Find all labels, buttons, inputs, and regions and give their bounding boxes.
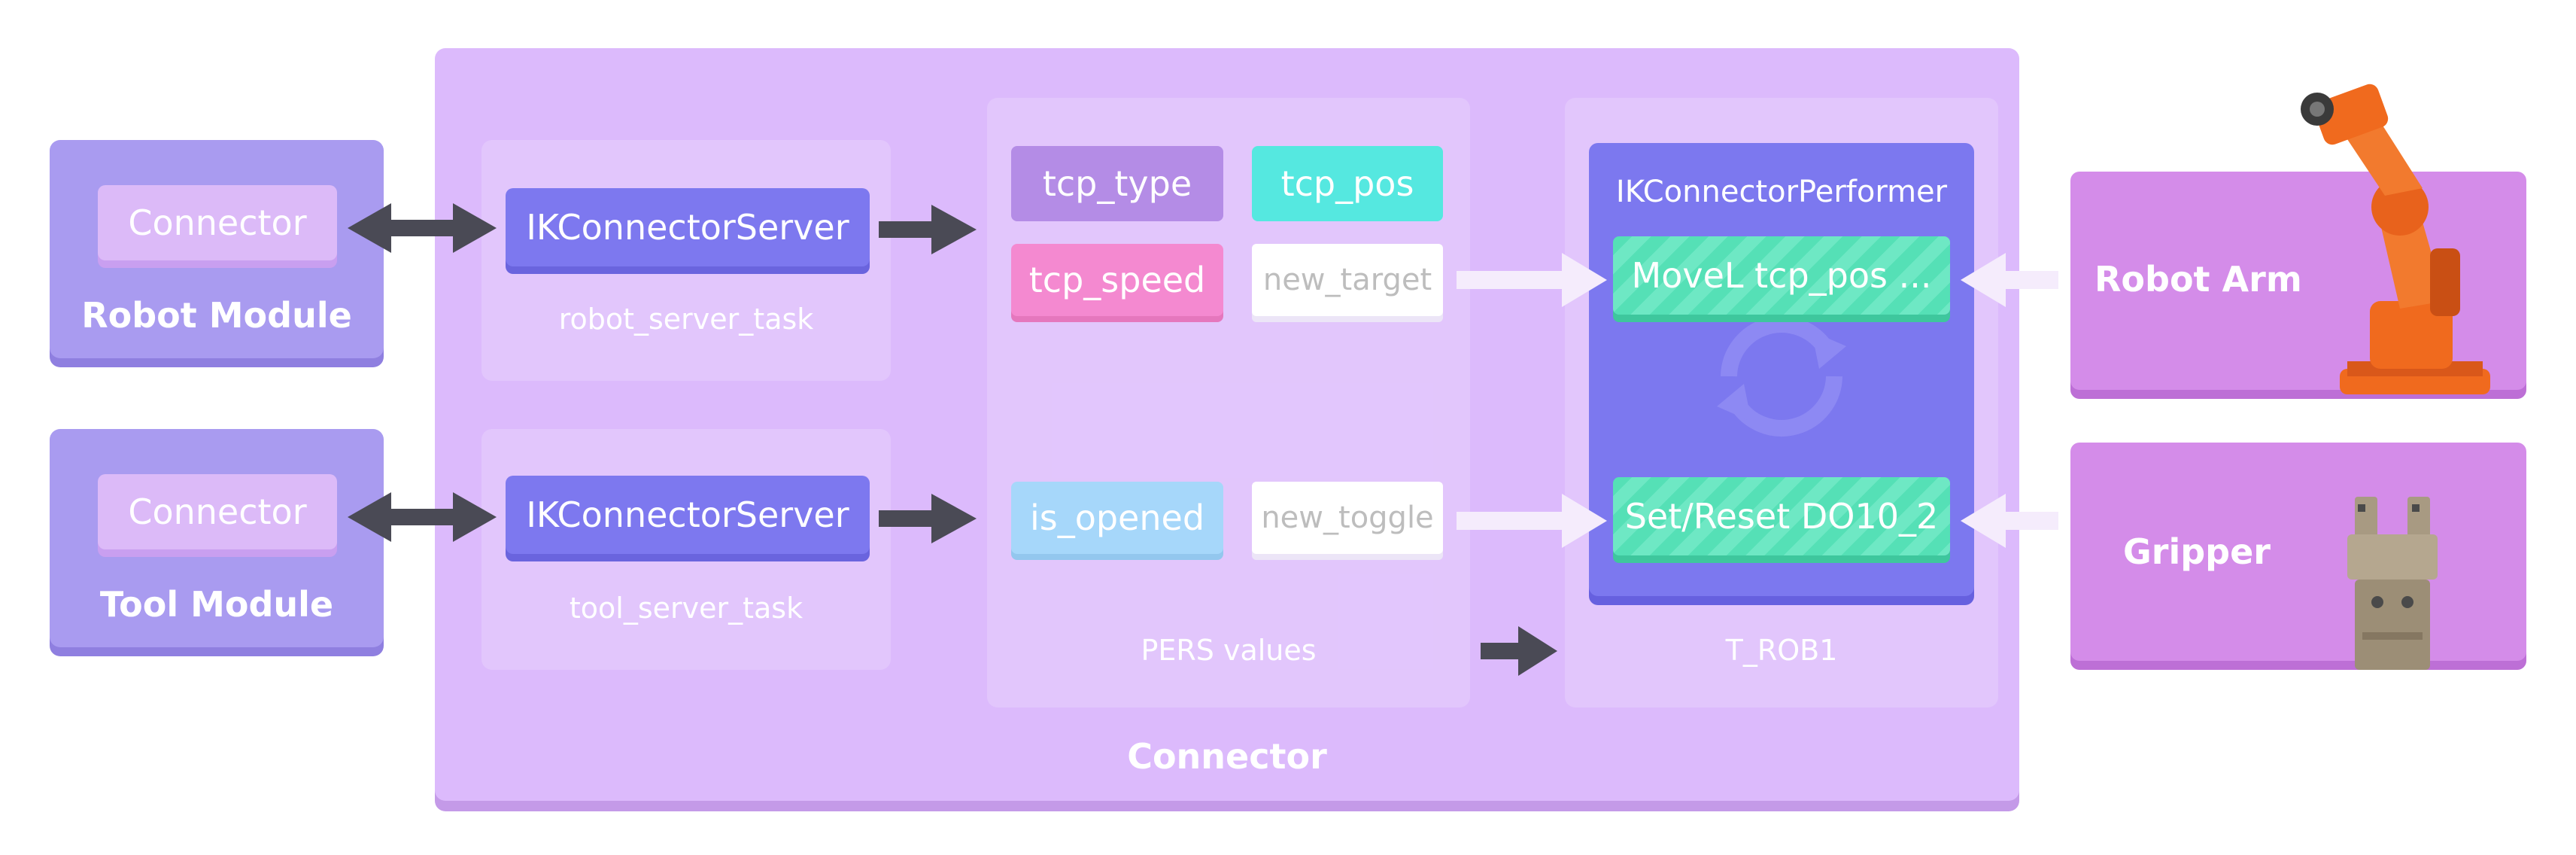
is-opened-tag[interactable]: is_opened [1011, 482, 1223, 554]
tcp-speed-tag[interactable]: tcp_speed [1011, 244, 1223, 316]
pers-values-panel: tcp_type tcp_pos tcp_speed new_target is… [987, 98, 1470, 707]
gripper-title: Gripper [2123, 531, 2271, 572]
tool-server-to-pers-arrow [879, 510, 931, 527]
tool-module: Connector Tool Module [50, 429, 384, 647]
trob1-caption: T_ROB1 [1725, 634, 1838, 667]
tool-ikconnector-server[interactable]: IKConnectorServer [506, 476, 870, 554]
set-reset-command[interactable]: Set/Reset DO10_2 [1613, 477, 1950, 555]
robot-arm-to-movel-arrow [2001, 271, 2058, 289]
movel-command[interactable]: MoveL tcp_pos ... [1613, 236, 1950, 315]
gripper-device: Gripper [2070, 443, 2526, 661]
robot-module: Connector Robot Module [50, 140, 384, 358]
pers-to-trob-arrow [1481, 643, 1518, 659]
cycle-icon [1717, 316, 1846, 437]
ikconnector-performer: IKConnectorPerformer MoveL tcp_pos ... S… [1589, 143, 1974, 596]
robot-arm-icon [2301, 84, 2490, 394]
new-toggle-to-setreset-arrow [1457, 512, 1562, 530]
robot-server-task-caption: robot_server_task [558, 303, 814, 336]
performer-title: IKConnectorPerformer [1615, 175, 1948, 209]
new-target-tag[interactable]: new_target [1252, 244, 1443, 316]
tool-server-task-caption: tool_server_task [569, 592, 803, 625]
robot-server-panel: IKConnectorServer robot_server_task [481, 140, 891, 381]
tcp-type-tag[interactable]: tcp_type [1011, 146, 1223, 221]
connector-title: Connector [1127, 736, 1327, 777]
robot-server-to-pers-arrow [879, 221, 931, 238]
new-toggle-tag[interactable]: new_toggle [1252, 482, 1443, 554]
tcp-pos-tag[interactable]: tcp_pos [1252, 146, 1443, 221]
tool-module-title: Tool Module [99, 584, 334, 625]
tool-server-panel: IKConnectorServer tool_server_task [481, 429, 891, 670]
robot-ikconnector-server[interactable]: IKConnectorServer [506, 188, 870, 266]
gripper-to-setreset-arrow [2001, 512, 2058, 530]
robot-module-title: Robot Module [81, 295, 352, 336]
pers-values-caption: PERS values [1141, 634, 1317, 667]
robot-module-connector-chip[interactable]: Connector [98, 185, 337, 260]
gripper-icon [2347, 497, 2438, 670]
trob1-panel: IKConnectorPerformer MoveL tcp_pos ... S… [1565, 98, 1998, 707]
tool-module-connector-chip[interactable]: Connector [98, 474, 337, 549]
new-target-to-movel-arrow [1457, 271, 1562, 289]
robot-arm-title: Robot Arm [2095, 259, 2302, 300]
